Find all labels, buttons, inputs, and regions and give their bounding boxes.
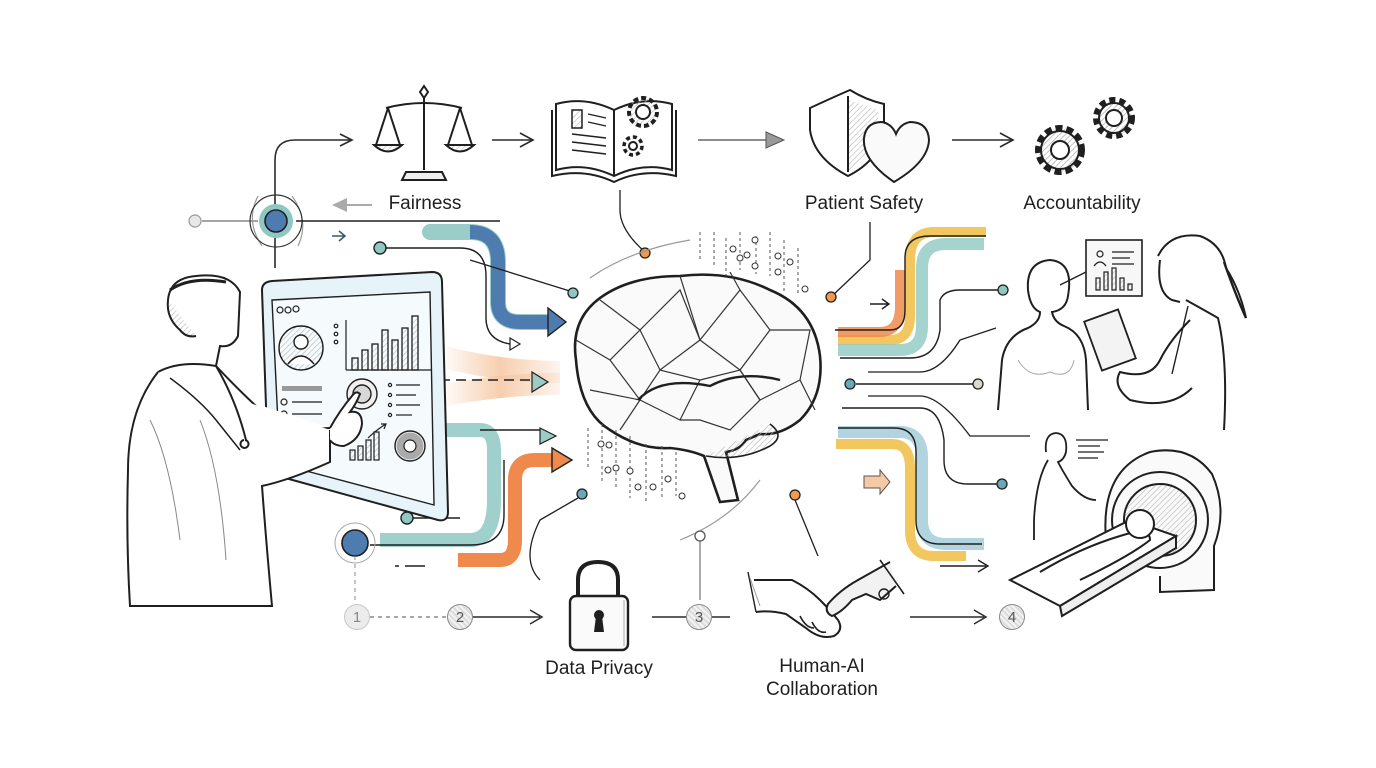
bar-chart-small: [349, 431, 380, 461]
target-node: [188, 194, 500, 248]
step-3: 3: [686, 604, 712, 630]
doctor-icon: [126, 274, 364, 607]
clinician-tablet-icon: [1083, 234, 1248, 431]
label-data-privacy: Data Privacy: [545, 658, 653, 679]
top-flow-connectors: [274, 132, 1015, 268]
step-2: 2: [447, 604, 473, 630]
handshake-icon: [747, 559, 905, 638]
gears-icon: [1035, 97, 1135, 175]
top-grey-arrow: [698, 131, 786, 149]
donut-chart: [394, 430, 426, 462]
bottom-left-node: [334, 522, 425, 600]
step-1: 1: [344, 604, 370, 630]
label-human-ai-line1: Human-AI: [779, 656, 865, 677]
padlock-icon: [568, 559, 630, 652]
mri-scanner-icon: [1007, 449, 1222, 618]
stream-node-bottom: [400, 511, 414, 525]
brain-icon: [573, 271, 822, 504]
patient-icon: [997, 258, 1089, 411]
report-card-icon: [1085, 239, 1143, 297]
bottom-flow-connectors: [370, 609, 988, 625]
label-fairness: Fairness: [388, 193, 462, 214]
scales-icon: [371, 84, 477, 181]
label-patient-safety: Patient Safety: [804, 193, 924, 214]
step-4: 4: [999, 604, 1025, 630]
avatar-circle: [278, 325, 324, 371]
book-gears-icon: [551, 96, 677, 184]
brain-nodes: [469, 190, 871, 600]
bar-chart-large: [351, 315, 419, 371]
window-dots: [276, 305, 300, 314]
right-streams: [835, 227, 1030, 573]
label-human-ai-line2: Collaboration: [766, 679, 878, 700]
stream-node-top: [373, 241, 387, 255]
radiographer-icon: [1033, 432, 1108, 540]
shield-heart-icon: [809, 88, 931, 184]
label-accountability: Accountability: [1023, 193, 1141, 214]
